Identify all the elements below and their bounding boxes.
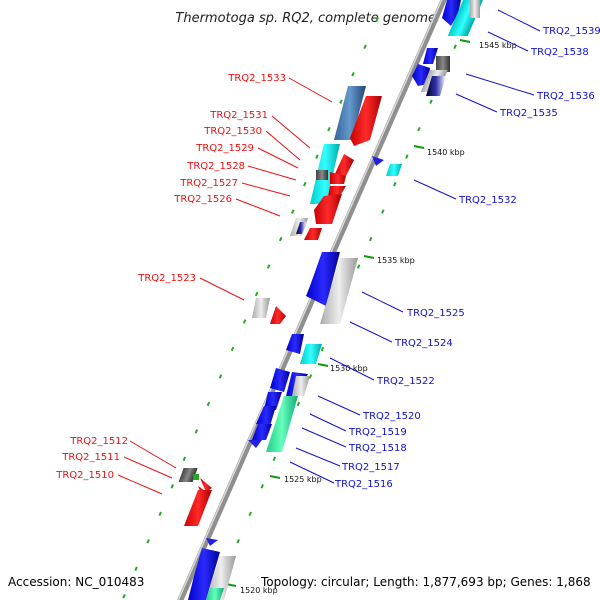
gene-label-1522[interactable]: TRQ2_1522	[376, 376, 435, 387]
topology-text: Topology: circular; Length: 1,877,693 bp…	[261, 575, 591, 589]
gene-label-1520[interactable]: TRQ2_1520	[362, 411, 421, 422]
gene-glyph-1528[interactable]	[328, 186, 346, 196]
gene-label-1527[interactable]: TRQ2_1527	[179, 178, 238, 189]
gene-label-1517[interactable]: TRQ2_1517	[341, 462, 400, 473]
gene-glyph-1519[interactable]	[266, 396, 298, 452]
gene-label-1523[interactable]: TRQ2_1523	[137, 273, 196, 284]
kbp-label-1525: 1525 kbp	[284, 475, 322, 484]
gene-label-1525[interactable]: TRQ2_1525	[406, 308, 465, 319]
gene-label-1511[interactable]: TRQ2_1511	[61, 452, 120, 463]
kbp-label-1530: 1530 kbp	[330, 364, 368, 373]
gene-label-1518[interactable]: TRQ2_1518	[348, 443, 407, 454]
gene-glyph-1512[interactable]	[178, 468, 199, 482]
gene-glyph-1518[interactable]	[256, 406, 276, 426]
gene-label-1533[interactable]: TRQ2_1533	[227, 73, 286, 84]
left-leader-lines	[117, 77, 333, 495]
genome-title: Thermotoga sp. RQ2, complete genome	[175, 11, 436, 26]
gene-glyph-1523[interactable]	[252, 298, 286, 324]
gene-label-1512[interactable]: TRQ2_1512	[69, 436, 128, 447]
gene-glyph-1524[interactable]	[286, 334, 322, 364]
gene-label-1538[interactable]: TRQ2_1538	[530, 47, 589, 58]
gene-label-1539[interactable]: TRQ2_1539	[542, 26, 600, 37]
gene-glyph-1529[interactable]	[316, 170, 346, 184]
gene-label-1532[interactable]: TRQ2_1532	[458, 195, 517, 206]
right-leader-lines	[289, 9, 541, 484]
gene-label-1536[interactable]: TRQ2_1536	[536, 91, 595, 102]
kbp-label-1545: 1545 kbp	[479, 41, 517, 50]
gene-label-1531[interactable]: TRQ2_1531	[209, 110, 268, 121]
gene-label-1535[interactable]: TRQ2_1535	[499, 108, 558, 119]
gene-glyph-1526[interactable]	[290, 218, 322, 240]
gene-glyph-1530[interactable]	[334, 154, 354, 176]
kbp-label-1520: 1520 kbp	[240, 586, 278, 595]
gene-glyph-1517[interactable]	[252, 424, 272, 440]
gene-glyph-1527[interactable]	[314, 194, 342, 224]
gene-label-1530[interactable]: TRQ2_1530	[203, 126, 262, 137]
genome-backbone-highlight	[177, 0, 443, 600]
gene-label-1528[interactable]: TRQ2_1528	[186, 161, 245, 172]
gene-glyph-bottom[interactable]	[188, 538, 236, 600]
gene-label-1519[interactable]: TRQ2_1519	[348, 427, 407, 438]
gene-glyph-1532[interactable]	[372, 156, 402, 176]
gene-label-1526[interactable]: TRQ2_1526	[173, 194, 232, 205]
gene-glyph-1525[interactable]	[306, 252, 358, 324]
gene-glyph-1516[interactable]	[248, 440, 262, 448]
gene-glyph-1510[interactable]	[184, 490, 212, 526]
gene-glyph-1520[interactable]	[264, 376, 310, 410]
gene-label-1529[interactable]: TRQ2_1529	[195, 143, 254, 154]
gene-glyph-1533[interactable]	[334, 86, 382, 146]
gene-label-1510[interactable]: TRQ2_1510	[55, 470, 114, 481]
gene-label-1524[interactable]: TRQ2_1524	[394, 338, 453, 349]
gene-glyph-1538[interactable]	[423, 48, 450, 72]
accession-text: Accession: NC_010483	[8, 575, 145, 589]
kbp-label-1540: 1540 kbp	[427, 148, 465, 157]
gene-glyph-1536[interactable]	[412, 64, 448, 96]
gene-glyph-1539[interactable]	[442, 0, 483, 36]
kbp-label-1535: 1535 kbp	[377, 256, 415, 265]
gene-label-1516[interactable]: TRQ2_1516	[334, 479, 393, 490]
genome-backbone	[177, 0, 447, 600]
